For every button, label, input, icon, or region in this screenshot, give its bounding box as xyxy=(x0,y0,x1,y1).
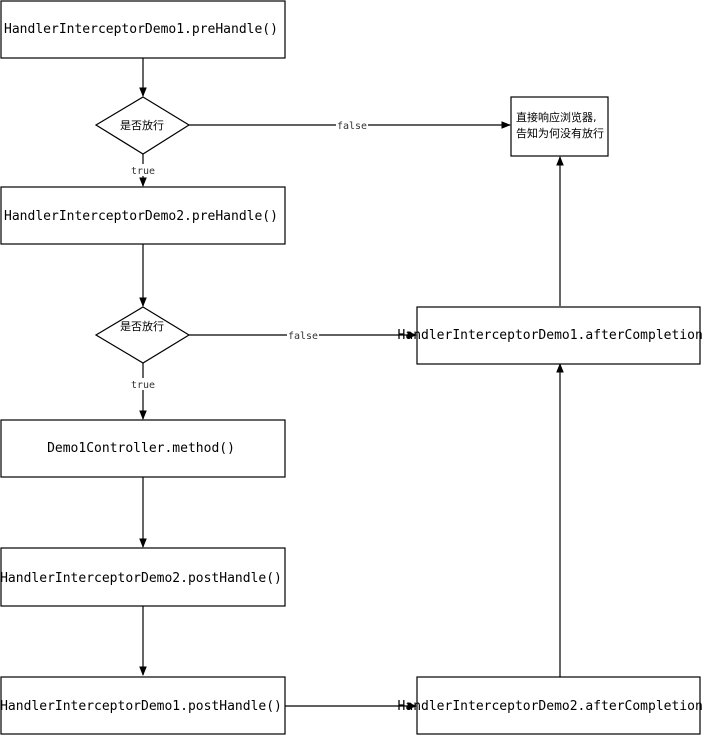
node-after-completion-2: HandlerInterceptorDemo2.afterCompletion(… xyxy=(398,676,702,735)
node-controller-method: Demo1Controller.method() xyxy=(0,419,286,478)
edge-label-decision1-true: true xyxy=(131,166,155,177)
node-pre-handle-1-label: HandlerInterceptorDemo1.preHandle() xyxy=(4,22,278,37)
node-respond-browser-line2: 告知为何没有放行 xyxy=(516,126,604,140)
edge-label-decision1-false: false xyxy=(337,121,367,132)
edge-labels: false true false true xyxy=(128,119,368,391)
node-after-completion-1-label: HandlerInterceptorDemo1.afterCompletion(… xyxy=(398,328,702,343)
node-post-handle-2-label: HandlerInterceptorDemo2.postHandle() xyxy=(0,571,282,586)
node-decision-1-label: 是否放行 xyxy=(120,118,164,132)
edge-label-decision2-false: false xyxy=(288,331,318,342)
node-decision-1: 是否放行 xyxy=(94,96,191,155)
node-after-completion-1: HandlerInterceptorDemo1.afterCompletion(… xyxy=(398,306,702,365)
edge-label-decision2-true: true xyxy=(131,380,155,391)
node-post-handle-2: HandlerInterceptorDemo2.postHandle() xyxy=(0,547,286,607)
edges xyxy=(139,58,564,710)
node-pre-handle-2-label: HandlerInterceptorDemo2.preHandle() xyxy=(4,209,278,224)
node-respond-browser-line1: 直接响应浏览器, xyxy=(516,110,597,124)
node-pre-handle-2: HandlerInterceptorDemo2.preHandle() xyxy=(0,186,286,245)
node-post-handle-1-label: HandlerInterceptorDemo1.postHandle() xyxy=(0,699,282,714)
node-pre-handle-1: HandlerInterceptorDemo1.preHandle() xyxy=(0,0,286,59)
node-controller-method-label: Demo1Controller.method() xyxy=(47,441,235,456)
node-after-completion-2-label: HandlerInterceptorDemo2.afterCompletion(… xyxy=(398,699,702,714)
node-post-handle-1: HandlerInterceptorDemo1.postHandle() xyxy=(0,676,286,735)
node-decision-2: 是否放行 xyxy=(94,306,191,364)
node-decision-2-label: 是否放行 xyxy=(120,319,164,333)
node-respond-browser: 直接响应浏览器, 告知为何没有放行 xyxy=(510,96,609,157)
